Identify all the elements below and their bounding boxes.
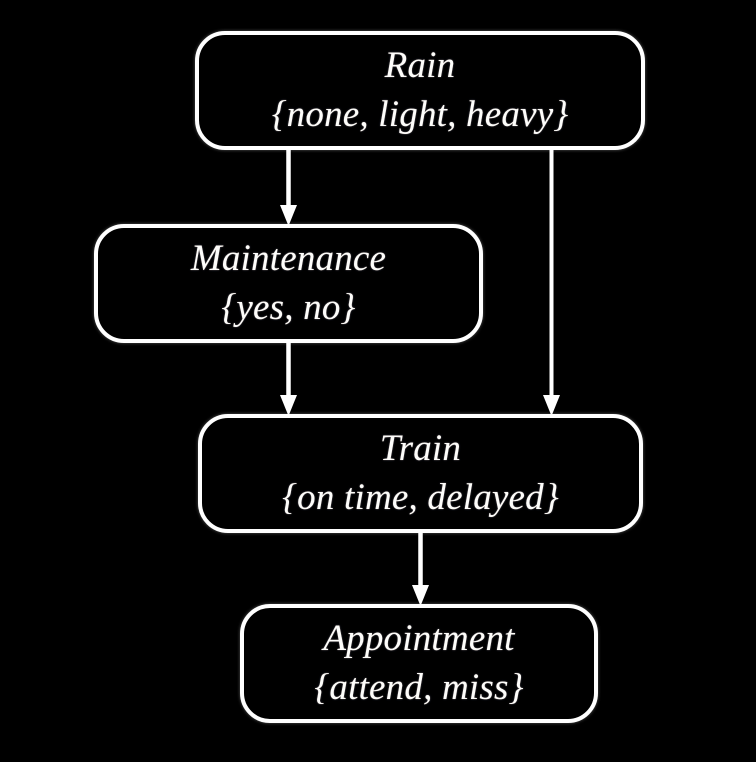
node-maintenance-states: {yes, no} — [221, 287, 356, 328]
node-appointment-states: {attend, miss} — [314, 667, 524, 708]
down-arrow-icon — [280, 150, 297, 226]
node-rain-label: Rain — [384, 44, 456, 86]
down-arrow-icon — [543, 150, 560, 416]
node-appointment-label: Appointment — [323, 617, 515, 659]
edge-rain-to-maintenance — [270, 150, 310, 226]
down-arrow-icon — [412, 533, 429, 606]
edge-maintenance-to-train — [270, 343, 310, 416]
node-train-label: Train — [379, 427, 462, 469]
node-train[interactable]: Train {on time, delayed} — [198, 414, 643, 533]
node-rain-states: {none, light, heavy} — [271, 94, 569, 135]
down-arrow-icon — [280, 343, 297, 416]
node-maintenance[interactable]: Maintenance {yes, no} — [94, 224, 483, 343]
node-appointment[interactable]: Appointment {attend, miss} — [240, 604, 598, 723]
node-rain[interactable]: Rain {none, light, heavy} — [195, 31, 645, 150]
edge-train-to-appointment — [402, 533, 442, 606]
node-maintenance-label: Maintenance — [190, 237, 387, 279]
edge-rain-to-train — [533, 150, 573, 416]
node-train-states: {on time, delayed} — [282, 477, 559, 518]
